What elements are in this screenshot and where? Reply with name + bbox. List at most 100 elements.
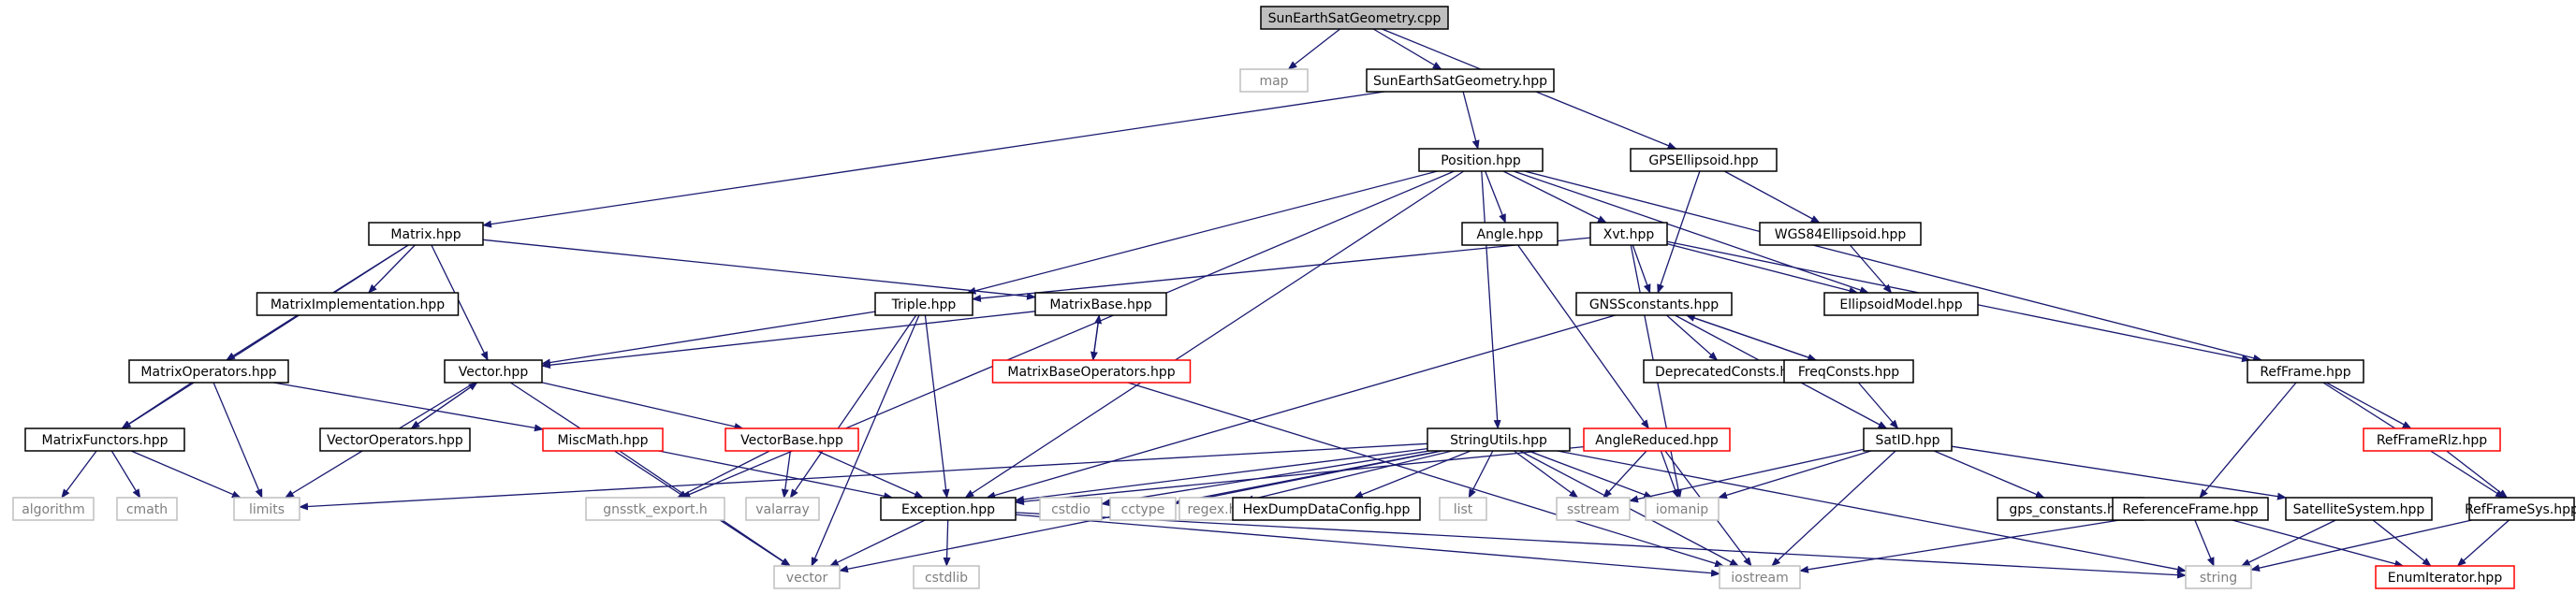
- node-label: Position.hpp: [1441, 153, 1521, 168]
- edge-vecbase-to-exception: [816, 450, 924, 499]
- node-label: algorithm: [22, 502, 85, 517]
- node-label: AngleReduced.hpp: [1595, 433, 1719, 448]
- node-angle[interactable]: Angle.hpp: [1461, 222, 1559, 246]
- edge-matrix-to-matbase: [482, 239, 1036, 300]
- dependency-edge: [966, 170, 1438, 295]
- node-matrix[interactable]: Matrix.hpp: [368, 222, 484, 246]
- node-limits: limits: [233, 497, 300, 521]
- node-box: [1783, 359, 1914, 384]
- dependency-edge: [1353, 450, 1471, 499]
- edge-refframe-to-referenceframe: [2199, 382, 2297, 499]
- dependency-edge: [964, 170, 1465, 499]
- node-label: Vector.hpp: [459, 365, 529, 380]
- node-refframesys[interactable]: RefFrameSys.hpp: [2465, 497, 2576, 521]
- node-satsys[interactable]: SatelliteSystem.hpp: [2285, 497, 2433, 521]
- node-hexdump[interactable]: HexDumpDataConfig.hpp: [1232, 497, 1421, 521]
- dependency-edge: [781, 450, 792, 499]
- node-root[interactable]: SunEarthSatGeometry.cpp: [1260, 6, 1449, 30]
- node-referenceframe[interactable]: ReferenceFrame.hpp: [2112, 497, 2269, 521]
- node-gnssconst[interactable]: GNSSconstants.hpp: [1575, 292, 1733, 316]
- node-box: [12, 497, 95, 521]
- dependency-edge: [1685, 314, 1817, 361]
- node-box: [1260, 6, 1449, 30]
- dependency-edge: [2199, 382, 2297, 499]
- node-matbaseops[interactable]: MatrixBaseOperators.hpp: [991, 359, 1192, 384]
- node-ellmodel[interactable]: EllipsoidModel.hpp: [1823, 292, 1979, 316]
- node-miscmath[interactable]: MiscMath.hpp: [542, 427, 664, 452]
- node-anglered[interactable]: AngleReduced.hpp: [1583, 427, 1731, 452]
- edge-refframesys-to-string: [2250, 519, 2472, 572]
- edge-strutils-to-exception: [1015, 447, 1428, 503]
- dependency-edge: [121, 382, 193, 429]
- dependency-edge: [1287, 28, 1340, 70]
- node-layer: SunEarthSatGeometry.cpp map SunEarthSatGeo…: [12, 6, 2576, 589]
- edge-exception-to-string: [1015, 512, 2187, 579]
- edge-anglered-to-sstream: [1603, 450, 1647, 499]
- node-box: [128, 359, 289, 384]
- dependency-edge: [2456, 519, 2510, 567]
- node-exception[interactable]: Exception.hpp: [880, 497, 1017, 521]
- node-vector[interactable]: Vector.hpp: [444, 359, 543, 384]
- node-triple[interactable]: Triple.hpp: [874, 292, 973, 316]
- node-label: MatrixBaseOperators.hpp: [1007, 365, 1175, 380]
- edge-xvt-to-gnssconst: [1632, 244, 1651, 294]
- node-xvt[interactable]: Xvt.hpp: [1589, 222, 1668, 246]
- dependency-edge: [1468, 450, 1494, 499]
- node-label: SunEarthSatGeometry.hpp: [1373, 74, 1547, 89]
- node-label: cmath: [126, 502, 168, 517]
- dependency-edge: [541, 311, 876, 367]
- node-label: RefFrameRlz.hpp: [2377, 433, 2487, 448]
- node-wgs84[interactable]: WGS84Ellipsoid.hpp: [1759, 222, 1922, 246]
- node-gpsell[interactable]: GPSEllipsoid.hpp: [1630, 148, 1778, 172]
- node-label: cstdlib: [925, 571, 968, 586]
- node-label: Matrix.hpp: [390, 227, 461, 242]
- edge-matops-to-matfunc: [121, 382, 193, 429]
- node-box: [2375, 565, 2515, 589]
- edge-matbase-to-vector: [541, 311, 1036, 369]
- node-matimpl[interactable]: MatrixImplementation.hpp: [256, 292, 460, 316]
- node-label: GPSEllipsoid.hpp: [1648, 153, 1758, 168]
- node-label: Angle.hpp: [1477, 227, 1544, 242]
- dependency-edge: [1127, 382, 1725, 568]
- dependency-edge: [509, 382, 791, 567]
- node-box: [1556, 497, 1631, 521]
- node-box: [1589, 222, 1668, 246]
- node-string: string: [2185, 565, 2252, 589]
- edge-referenceframe-to-enumiter: [2232, 519, 2405, 568]
- dependency-edge: [1718, 450, 1872, 500]
- node-vecbase[interactable]: VectorBase.hpp: [724, 427, 859, 452]
- node-box: [542, 427, 664, 452]
- dependency-edge: [541, 311, 1036, 369]
- dependency-edge: [1517, 244, 1649, 429]
- node-label: RefFrame.hpp: [2260, 365, 2350, 380]
- node-refframe[interactable]: RefFrame.hpp: [2247, 359, 2364, 384]
- node-enumiter[interactable]: EnumIterator.hpp: [2375, 565, 2515, 589]
- node-box: [1461, 222, 1559, 246]
- edge-position-to-angle: [1485, 170, 1506, 224]
- node-position[interactable]: Position.hpp: [1418, 148, 1544, 172]
- node-matbase[interactable]: MatrixBase.hpp: [1034, 292, 1167, 316]
- node-matops[interactable]: MatrixOperators.hpp: [128, 359, 289, 384]
- node-label: EnumIterator.hpp: [2388, 571, 2503, 586]
- node-label: gps_constants.hpp: [2009, 502, 2131, 517]
- dependency-edge: [482, 239, 1036, 300]
- node-cstdlib: cstdlib: [913, 565, 980, 589]
- node-freqconsts[interactable]: FreqConsts.hpp: [1783, 359, 1914, 384]
- node-label: MatrixFunctors.hpp: [41, 433, 168, 448]
- node-strutils[interactable]: StringUtils.hpp: [1427, 427, 1571, 452]
- dependency-edge: [1857, 382, 1899, 429]
- node-matfunc[interactable]: MatrixFunctors.hpp: [24, 427, 185, 452]
- node-sesg-hpp[interactable]: SunEarthSatGeometry.hpp: [1366, 68, 1555, 93]
- edge-position-to-strutils: [1481, 170, 1501, 429]
- node-refframerlz[interactable]: RefFrameRlz.hpp: [2363, 427, 2501, 452]
- node-map: map: [1239, 68, 1309, 93]
- node-vecops[interactable]: VectorOperators.hpp: [319, 427, 471, 452]
- node-satid[interactable]: SatID.hpp: [1863, 427, 1953, 452]
- dependency-edge: [1462, 91, 1480, 150]
- edge-exception-to-iostream: [1015, 514, 1720, 577]
- edge-strutils-to-string: [1557, 450, 2187, 573]
- node-box: [1759, 222, 1922, 246]
- dependency-edge: [816, 450, 924, 499]
- edge-angle-to-anglered: [1517, 244, 1649, 429]
